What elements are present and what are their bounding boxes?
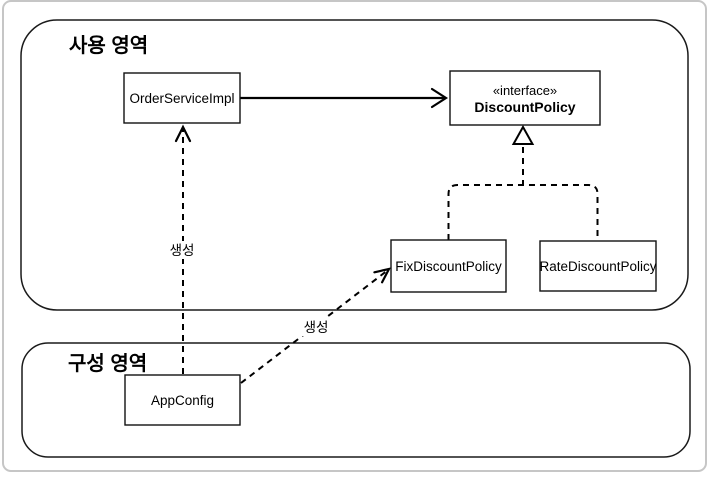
node-app-config [124,374,241,426]
edge-realization-branch [447,184,599,241]
arrowhead-create-fixdiscountpolicy [373,267,392,284]
node-discount-policy [449,70,601,126]
config-region-border [21,342,691,458]
node-app-config-label: AppConfig [151,393,214,408]
edge-label-bg-create-2 [300,318,332,336]
edge-label-bg-create-1 [166,241,198,259]
node-order-service-impl-label: OrderServiceImpl [129,91,234,106]
node-rate-discount-policy-label: RateDiscountPolicy [539,259,656,274]
node-fix-discount-policy [390,239,507,293]
node-discount-policy-stereotype: «interface» [493,83,557,98]
config-region-title: 구성 영역 [68,352,147,375]
usage-region-title: 사용 영역 [69,34,148,57]
arrowhead-dependency-discountpolicy [430,87,449,109]
edge-label-create-2: 생성 [304,320,329,335]
usage-region-border [20,19,689,311]
node-discount-policy-label: DiscountPolicy [474,99,575,115]
realization-triangle [511,124,535,145]
arrowhead-create-orderserviceimpl [174,124,192,143]
node-rate-discount-policy [539,240,657,292]
node-fix-discount-policy-label: FixDiscountPolicy [395,259,502,274]
edge-label-create-1: 생성 [170,243,195,258]
node-order-service-impl [123,72,241,124]
